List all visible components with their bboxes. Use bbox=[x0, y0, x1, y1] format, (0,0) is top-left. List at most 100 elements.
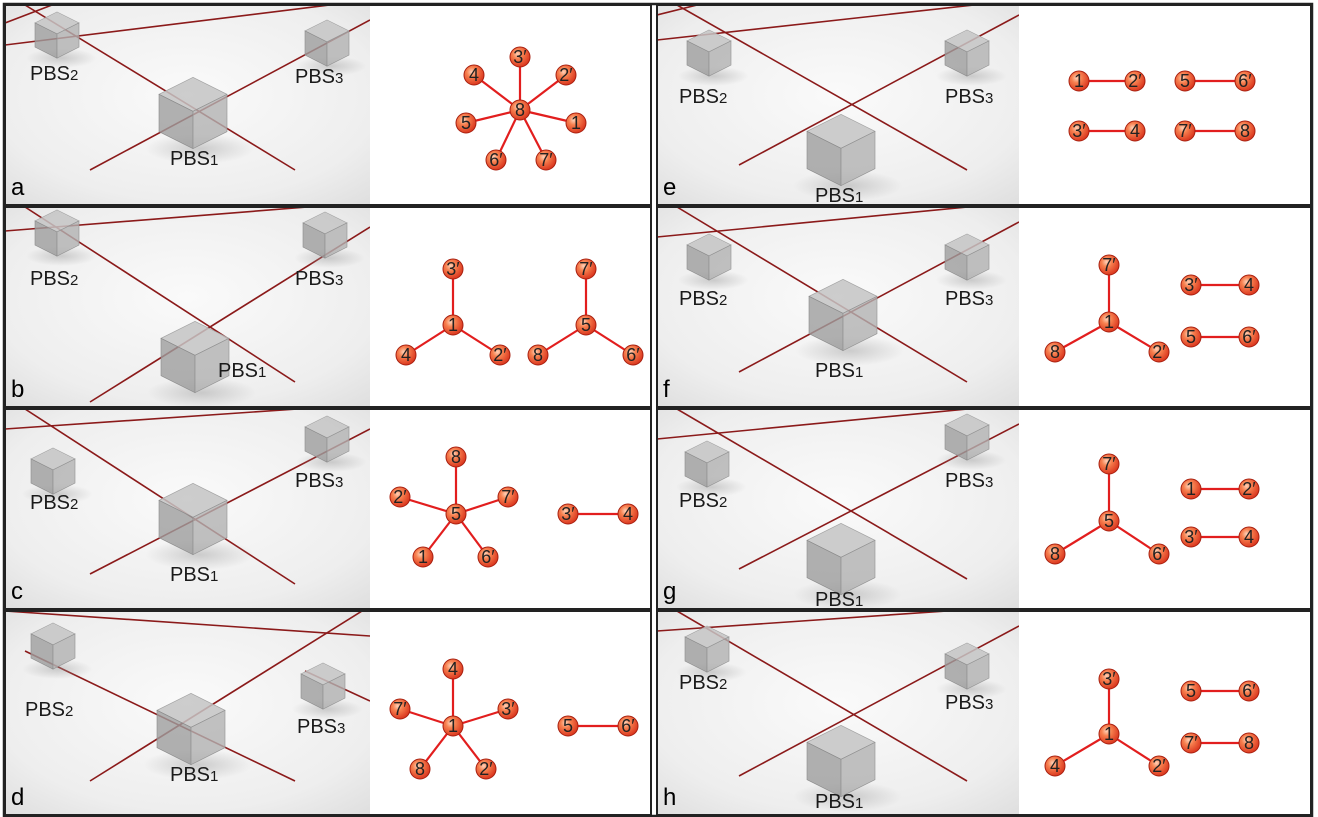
pbs2-label: PBS2 bbox=[30, 63, 78, 85]
pbs3-label: PBS3 bbox=[945, 692, 993, 714]
graph-node-n5: 5 bbox=[455, 112, 477, 134]
pbs2-label: PBS2 bbox=[679, 288, 727, 310]
node-label: 1 bbox=[1104, 312, 1114, 332]
render-photo bbox=[657, 207, 1019, 407]
graph-node-n7p: 7′ bbox=[1180, 732, 1202, 754]
graph-node-n1: 1 bbox=[1098, 311, 1120, 333]
graph-node-n3p: 3′ bbox=[1068, 120, 1090, 142]
render-photo bbox=[5, 5, 370, 205]
pbs-cube bbox=[30, 622, 76, 670]
cube-shadow bbox=[793, 170, 903, 201]
graph-node-n1: 1 bbox=[1098, 723, 1120, 745]
laser-beam bbox=[657, 5, 701, 16]
graph-node-n6p: 6′ bbox=[485, 149, 507, 171]
laser-beam bbox=[676, 409, 968, 580]
pbs-cube bbox=[684, 625, 730, 673]
graph-node-n4: 4 bbox=[1238, 274, 1260, 296]
panel-letter: e bbox=[663, 174, 676, 201]
pbs3-label: PBS3 bbox=[945, 288, 993, 310]
pbs1-label: PBS1 bbox=[815, 185, 863, 207]
node-label: 5 bbox=[1186, 327, 1196, 347]
graph-node-n4: 4 bbox=[463, 64, 485, 86]
node-label: 6′ bbox=[621, 716, 635, 736]
graph-node-n4: 4 bbox=[1238, 526, 1260, 548]
pbs-cube bbox=[944, 29, 990, 77]
node-label: 8 bbox=[451, 447, 461, 467]
panel-letter: b bbox=[11, 376, 24, 403]
pbs3-label: PBS3 bbox=[297, 716, 345, 738]
cube-shadow bbox=[26, 246, 97, 266]
node-label: 6′ bbox=[626, 345, 640, 365]
laser-beam bbox=[5, 5, 55, 24]
pbs-cube bbox=[34, 11, 80, 59]
graph-node-n6p: 6′ bbox=[1238, 326, 1260, 348]
graph-node-n6p: 6′ bbox=[477, 546, 499, 568]
graph-node-n6p: 6′ bbox=[617, 715, 639, 737]
pbs-cube bbox=[300, 662, 346, 710]
cube-shadow bbox=[143, 749, 253, 780]
node-label: 2′ bbox=[1152, 342, 1166, 362]
cube-shadow bbox=[145, 539, 255, 570]
graph-node-n1: 1 bbox=[442, 314, 464, 336]
render-photo bbox=[5, 611, 370, 815]
pbs2-label: PBS2 bbox=[30, 492, 78, 514]
cube-shadow bbox=[936, 270, 1007, 290]
panel-letter: a bbox=[11, 174, 25, 201]
pbs1-label: PBS1 bbox=[815, 589, 863, 611]
node-label: 1 bbox=[448, 716, 458, 736]
node-label: 4 bbox=[1050, 756, 1060, 776]
render-photo bbox=[657, 611, 1019, 815]
graph-node-n1: 1 bbox=[1068, 70, 1090, 92]
graph-edge bbox=[1054, 520, 1110, 555]
pbs-cube bbox=[160, 320, 230, 394]
pbs-cube bbox=[806, 724, 876, 798]
graph-node-n5: 5 bbox=[557, 715, 579, 737]
node-label: 3′ bbox=[501, 699, 515, 719]
cube-shadow bbox=[22, 484, 93, 504]
node-label: 6′ bbox=[489, 150, 503, 170]
graph-node-n7p: 7′ bbox=[535, 149, 557, 171]
pbs3-label: PBS3 bbox=[295, 470, 343, 492]
cube-shadow bbox=[678, 66, 749, 86]
node-label: 4 bbox=[448, 659, 458, 679]
graph-node-n2p: 2′ bbox=[1148, 755, 1170, 777]
node-label: 4 bbox=[623, 504, 633, 524]
node-label: 4 bbox=[401, 345, 411, 365]
pbs-cube bbox=[158, 482, 228, 556]
node-label: 3′ bbox=[1184, 527, 1198, 547]
node-label: 3′ bbox=[1072, 121, 1086, 141]
node-label: 2′ bbox=[559, 65, 573, 85]
pbs1-label: PBS1 bbox=[815, 791, 863, 813]
pbs-cube bbox=[806, 522, 876, 596]
node-label: 5 bbox=[563, 716, 573, 736]
cube-shadow bbox=[147, 377, 257, 407]
graph-node-n2p: 2′ bbox=[1148, 341, 1170, 363]
node-label: 7′ bbox=[1102, 454, 1116, 474]
node-label: 7′ bbox=[501, 487, 515, 507]
cube-shadow bbox=[936, 450, 1007, 470]
graph-node-n7p: 7′ bbox=[1098, 453, 1120, 475]
graph-node-n2p: 2′ bbox=[1238, 478, 1260, 500]
node-label: 2′ bbox=[493, 345, 507, 365]
laser-beam bbox=[89, 611, 364, 782]
node-label: 4 bbox=[469, 65, 479, 85]
node-label: 7′ bbox=[393, 699, 407, 719]
graph-node-n3p: 3′ bbox=[497, 698, 519, 720]
graph-node-n5: 5 bbox=[1180, 326, 1202, 348]
pbs-cube bbox=[686, 29, 732, 77]
node-label: 8 bbox=[1050, 544, 1060, 564]
pbs1-label: PBS1 bbox=[170, 564, 218, 586]
render-photo bbox=[5, 409, 370, 609]
pbs-cube bbox=[156, 692, 226, 766]
